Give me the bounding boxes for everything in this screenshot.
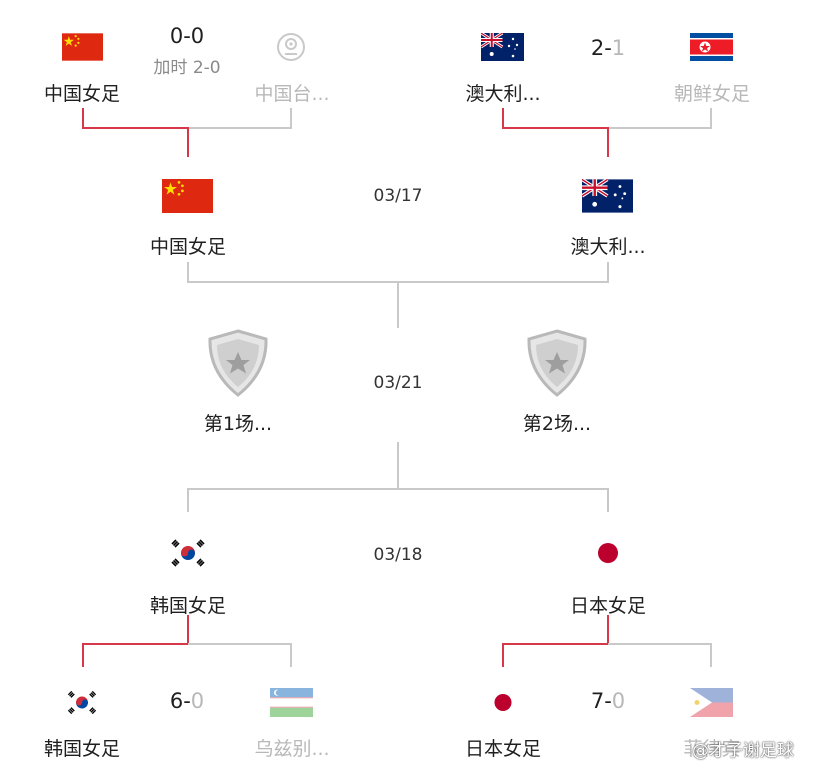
team-name-away: 第2场... xyxy=(522,413,592,435)
score-separator: - xyxy=(604,36,612,60)
team-name-away: 日本女足 xyxy=(569,595,647,617)
bracket-line-qtl-loser-drop xyxy=(290,108,292,128)
team-name-home: 中国女足 xyxy=(43,83,121,105)
japan-flag-icon xyxy=(485,688,521,717)
score-away: 0 xyxy=(611,689,626,713)
score-home: 2 xyxy=(590,36,605,60)
score-away: 1 xyxy=(611,36,626,60)
match-score: 6-0 xyxy=(170,689,204,713)
score-home: 6 xyxy=(169,689,184,713)
shield-star-icon xyxy=(524,328,590,398)
score-away: 0 xyxy=(190,24,205,48)
bracket-line-semi-bottom-left xyxy=(187,488,189,512)
uzbekistan-flag-icon xyxy=(270,688,313,717)
bracket-line-qtr-winner-horizontal xyxy=(502,127,609,129)
team-name-away: 乌兹别... xyxy=(254,738,330,760)
score-separator: - xyxy=(183,24,191,48)
chinese-taipei-flag-icon xyxy=(276,32,306,62)
score-home: 7 xyxy=(590,689,605,713)
shield-star-icon xyxy=(205,328,271,398)
bracket-line-qbl-winner-horizontal xyxy=(82,643,189,645)
score-away: 0 xyxy=(190,689,205,713)
bracket-line-qtr-loser-horizontal xyxy=(608,127,712,129)
team-name-home: 中国女足 xyxy=(149,236,227,258)
bracket-line-qbl-loser-horizontal xyxy=(188,643,292,645)
score-home: 0 xyxy=(169,24,184,48)
bracket-line-qbr-winner-drop xyxy=(502,643,504,667)
bracket-line-qtl-advance xyxy=(187,127,189,157)
team-name-home: 韩国女足 xyxy=(43,738,121,760)
bracket-line-qbr-advance xyxy=(607,615,609,645)
match-score: 7-0 xyxy=(591,689,625,713)
score-separator: - xyxy=(604,689,612,713)
bracket-line-semi-top-right xyxy=(607,262,609,282)
south-korea-flag-icon xyxy=(64,688,100,717)
match-date: 03/17 xyxy=(373,186,423,206)
south-korea-flag-icon xyxy=(167,536,209,570)
watermark: @才子谢足球 xyxy=(692,741,794,761)
bracket-line-semi-bottom-from-final xyxy=(397,442,399,489)
team-name-home: 韩国女足 xyxy=(149,595,227,617)
team-name-away: 朝鲜女足 xyxy=(673,83,751,105)
bracket-line-qbr-loser-horizontal xyxy=(608,643,712,645)
match-date: 03/21 xyxy=(373,373,423,393)
team-name-away: 澳大利... xyxy=(570,236,646,258)
extra-time-result: 加时 2-0 xyxy=(153,58,221,78)
bracket-line-qtr-advance xyxy=(607,127,609,157)
team-name-away: 菲律宾 xyxy=(683,738,741,760)
team-name-home: 日本女足 xyxy=(464,738,542,760)
australia-flag-icon xyxy=(582,179,633,213)
match-score: 2-1 xyxy=(591,36,625,60)
team-name-home: 第1场... xyxy=(203,413,273,435)
bracket-line-qbl-winner-drop xyxy=(82,643,84,667)
bracket-line-qtl-loser-horizontal xyxy=(188,127,292,129)
bracket-line-qbl-advance xyxy=(187,615,189,645)
bracket-line-qtl-winner-drop xyxy=(82,108,84,128)
bracket-line-qbr-loser-drop xyxy=(710,643,712,667)
team-name-away: 中国台... xyxy=(254,83,330,105)
bracket-line-qtl-winner-horizontal xyxy=(82,127,189,129)
bracket-line-qtr-winner-drop xyxy=(502,108,504,128)
bracket-line-semi-top-left xyxy=(187,262,189,282)
bracket-line-qbl-loser-drop xyxy=(290,643,292,667)
australia-flag-icon xyxy=(481,33,524,61)
bracket-line-semi-bottom-right xyxy=(607,488,609,512)
bracket-line-semi-bottom-horizontal xyxy=(187,488,609,490)
match-score: 0-0 xyxy=(170,24,204,48)
north-korea-flag-icon xyxy=(690,33,733,61)
score-separator: - xyxy=(183,689,191,713)
bracket-line-qbr-winner-horizontal xyxy=(502,643,609,645)
philippines-flag-icon xyxy=(690,688,733,717)
bracket-line-semi-top-to-final xyxy=(397,281,399,328)
japan-flag-icon xyxy=(587,536,629,570)
match-date: 03/18 xyxy=(373,545,423,565)
bracket-line-qtr-loser-drop xyxy=(710,108,712,128)
team-name-home: 澳大利... xyxy=(465,83,541,105)
china-flag-icon xyxy=(62,33,103,61)
china-flag-icon xyxy=(162,179,213,213)
